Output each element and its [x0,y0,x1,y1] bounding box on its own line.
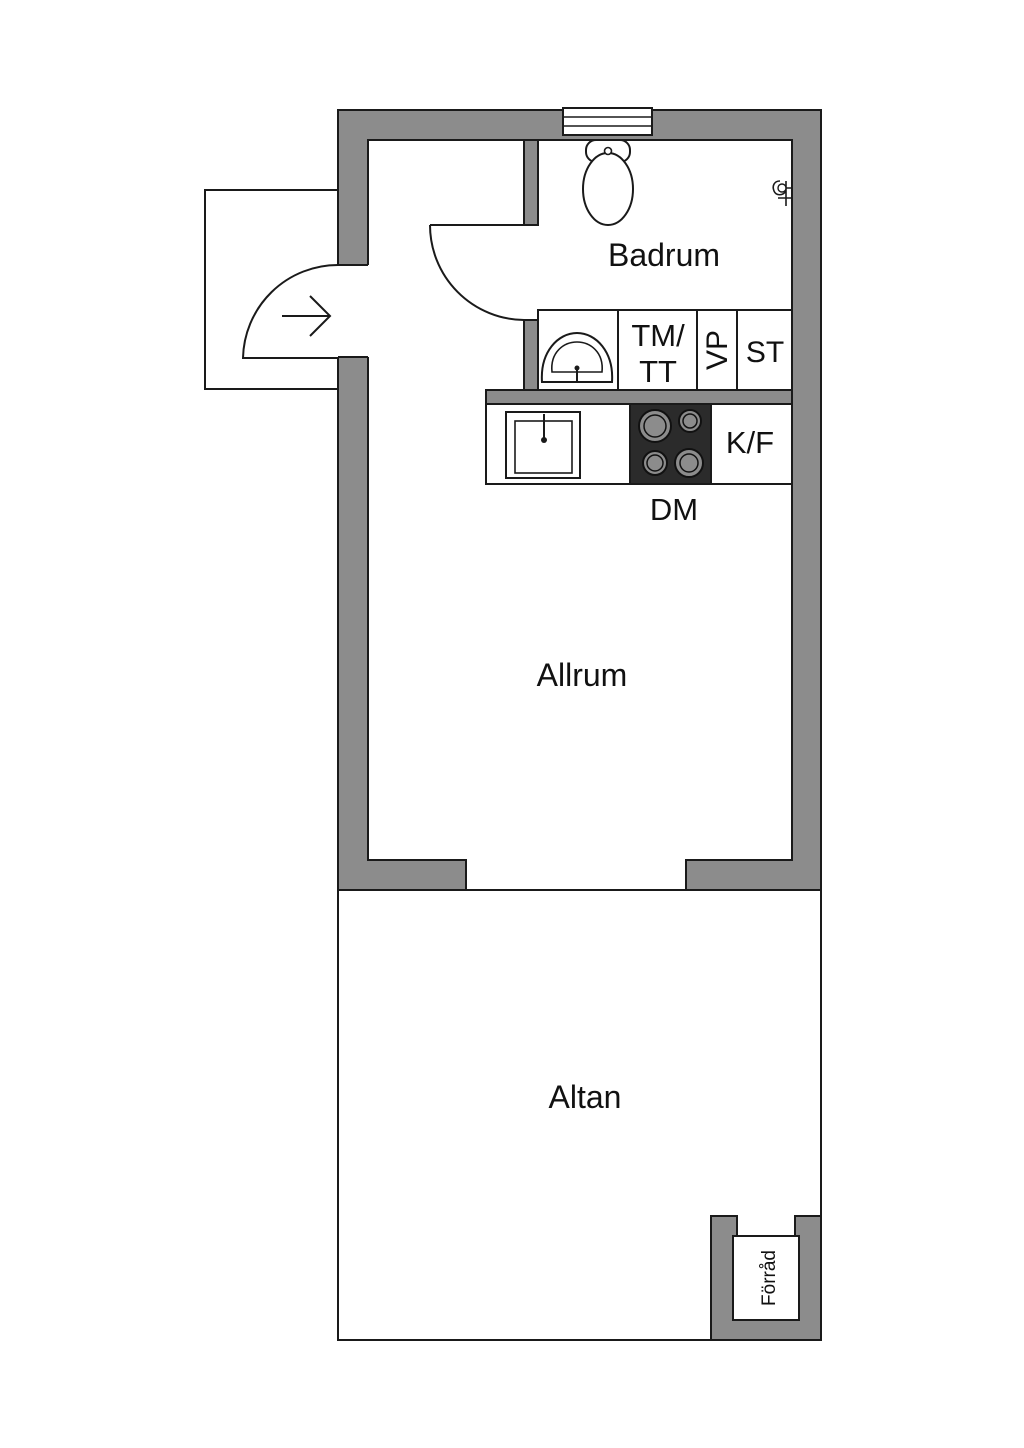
room-label-storage: Förråd [759,1250,780,1306]
stove-icon [629,403,712,485]
washer-dryer-label-line1: TM/ [631,318,685,353]
kitchen-divider-wall [485,389,793,405]
toilet-icon [582,139,634,226]
bathroom-wall-lower [523,319,539,391]
storage-opening [738,1214,794,1218]
room-label-living-room: Allrum [537,657,628,693]
entrance-landing [204,189,338,390]
bathroom-window [562,107,653,136]
washer-dryer-label-line2: TT [639,354,677,389]
entrance-door-swing [241,264,339,359]
bathroom-wall-upper [523,139,539,226]
water-heater-label: VP [701,330,734,370]
fridge-freezer-label: K/F [726,425,774,460]
room-label-terrace: Altan [549,1079,622,1115]
bathroom-door-swing [429,224,525,321]
outer-walls [337,109,822,891]
room-label-bathroom: Badrum [608,237,720,273]
kitchen-sink-icon [505,411,581,479]
entrance-arrow-icon [282,295,332,337]
washbasin-icon [540,331,614,383]
cabinet-label: ST [746,336,784,369]
dishwasher-label: DM [650,492,698,527]
shower-icon [772,180,792,206]
terrace-outline [337,890,822,1341]
entrance-opening [336,265,370,357]
